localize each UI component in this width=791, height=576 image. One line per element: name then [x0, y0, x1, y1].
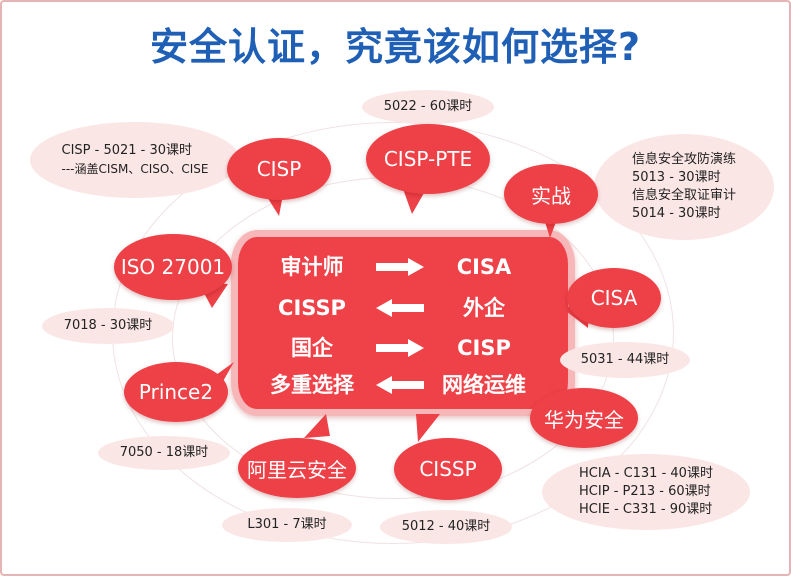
- center-row-right: CISP: [457, 336, 511, 360]
- cert-bubble-prince2: Prince2: [124, 362, 228, 422]
- cert-label: CISA: [590, 286, 638, 310]
- note-cisp: CISP - 5021 - 30课时 ---涵盖CISM、CISO、CISE: [30, 122, 240, 198]
- speech-tail-icon: [304, 414, 330, 438]
- note-cissp: 5012 - 40课时: [380, 510, 512, 544]
- cert-bubble-cisa: CISA: [567, 268, 661, 328]
- note-line: HCIA - C131 - 40课时: [579, 466, 713, 481]
- center-row: 多重选择 网络运维: [238, 371, 568, 399]
- cert-label: Prince2: [138, 380, 214, 404]
- center-comparison-panel: 审计师 CISA CISSP 外企 国企 CISP 多重选择 网络运维: [231, 230, 575, 416]
- arrow-right-icon: [376, 339, 424, 357]
- note-line: L301 - 7课时: [247, 517, 327, 532]
- center-row: CISSP 外企: [238, 294, 568, 322]
- note-line: ---涵盖CISM、CISO、CISE: [61, 162, 209, 176]
- note-line: 5014 - 30课时: [631, 206, 721, 221]
- center-row-left: 多重选择: [270, 373, 354, 397]
- center-row-right: CISA: [456, 255, 512, 279]
- arrow-right-icon: [376, 258, 424, 276]
- center-row: 审计师 CISA: [238, 253, 568, 281]
- center-row-left: 审计师: [280, 255, 344, 279]
- cert-bubble-huawei: 华为安全: [530, 388, 638, 448]
- note-huawei: HCIA - C131 - 40课时 HCIP - P213 - 60课时 HC…: [542, 454, 750, 530]
- center-row-right: 外企: [463, 296, 505, 320]
- note-iso27001: 7018 - 30课时: [42, 308, 174, 344]
- cert-bubble-aliyun: 阿里云安全: [238, 438, 356, 498]
- cert-label: 华为安全: [544, 407, 624, 432]
- note-prince2: 7050 - 18课时: [98, 436, 230, 470]
- cert-bubble-cisp-pte: CISP-PTE: [366, 124, 490, 194]
- note-cisp-pte: 5022 - 60课时: [362, 90, 494, 124]
- note-line: CISP - 5021 - 30课时: [61, 143, 193, 158]
- cert-bubble-cissp: CISSP: [394, 438, 502, 500]
- note-line: HCIP - P213 - 60课时: [579, 484, 711, 499]
- note-line: 7050 - 18课时: [119, 445, 209, 460]
- cert-label: CISP-PTE: [383, 147, 473, 171]
- center-row-left: 国企: [291, 336, 333, 360]
- center-row: 国企 CISP: [238, 334, 568, 362]
- note-aliyun: L301 - 7课时: [222, 508, 352, 542]
- note-line: 5022 - 60课时: [383, 99, 473, 114]
- note-line: HCIE - C331 - 90课时: [579, 502, 713, 517]
- note-line: 信息安全取证审计: [631, 188, 736, 203]
- cert-label: CISSP: [419, 457, 477, 481]
- note-shizhan: 信息安全攻防演练 5013 - 30课时 信息安全取证审计 5014 - 30课…: [594, 134, 774, 240]
- page-title: 安全认证，究竟该如何选择?: [149, 25, 642, 69]
- center-row-left: CISSP: [278, 296, 346, 320]
- cert-label: 实战: [531, 183, 571, 208]
- arrow-left-icon: [376, 376, 424, 394]
- center-row-right: 网络运维: [442, 373, 526, 397]
- cert-label: 阿里云安全: [247, 457, 347, 482]
- note-line: 信息安全攻防演练: [631, 152, 736, 167]
- arrow-left-icon: [376, 299, 424, 317]
- speech-tail-icon: [416, 414, 440, 442]
- note-line: 5031 - 44课时: [580, 352, 670, 367]
- cert-bubble-cisp: CISP: [227, 138, 331, 200]
- note-line: 5013 - 30课时: [631, 170, 721, 185]
- note-line: 5012 - 40课时: [401, 519, 491, 534]
- cert-bubble-iso27001: ISO 27001: [114, 234, 232, 300]
- cert-label: CISP: [256, 157, 302, 181]
- cert-label: ISO 27001: [120, 255, 226, 279]
- note-line: 7018 - 30课时: [63, 318, 153, 333]
- cert-bubble-shizhan: 实战: [504, 164, 598, 224]
- note-cisa: 5031 - 44课时: [560, 342, 690, 378]
